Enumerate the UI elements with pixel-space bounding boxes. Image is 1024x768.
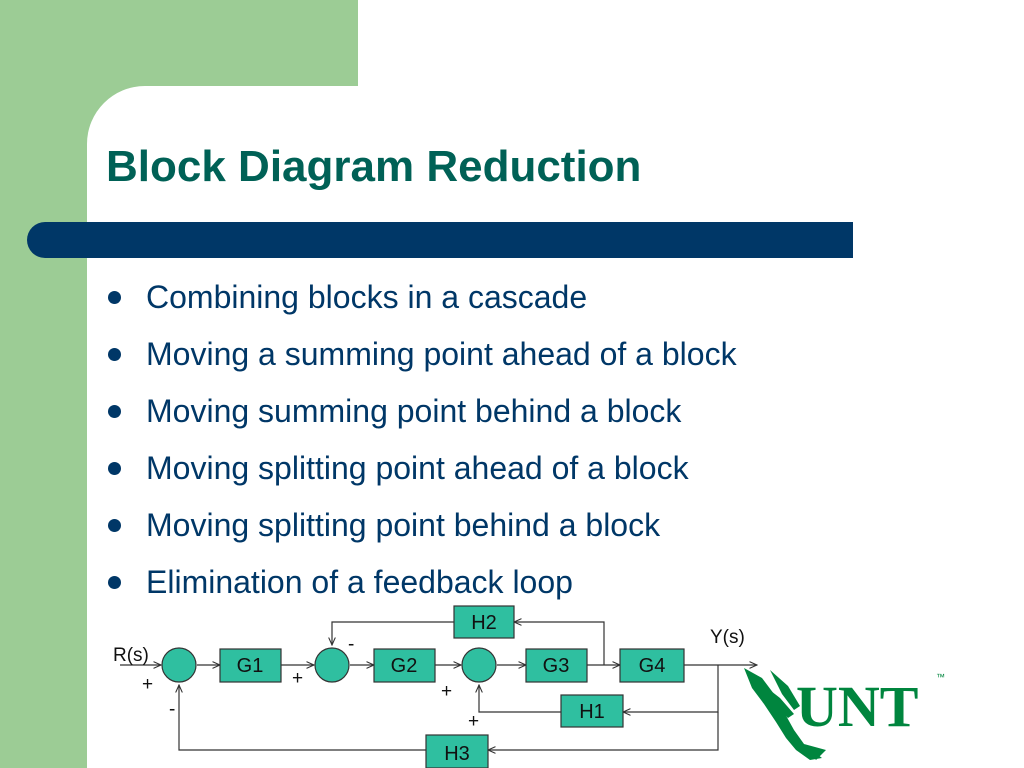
feedback-line-h1 <box>479 685 561 713</box>
bullet-dot-icon <box>108 405 121 418</box>
summing-junction-2 <box>314 647 350 683</box>
summing-junction-1 <box>161 647 197 683</box>
block-label-g2: G2 <box>391 655 418 677</box>
block-h2 <box>453 605 515 639</box>
block-label-g4: G4 <box>639 655 666 677</box>
block-label-h3: H3 <box>444 743 470 765</box>
bullet-text: Moving summing point behind a block <box>146 393 682 429</box>
bullet-dot-icon <box>108 348 121 361</box>
input-label: R(s) <box>113 645 149 666</box>
bullet-text: Moving a summing point ahead of a block <box>146 336 737 372</box>
unt-eagle-logo: UNT ™ <box>744 668 945 760</box>
block-h1 <box>560 694 624 728</box>
bullet-dot-icon <box>108 576 121 589</box>
feedback-line-h2 <box>514 622 605 665</box>
block-g3 <box>525 648 588 683</box>
bullet-text: Elimination of a feedback loop <box>146 564 573 600</box>
title-underline-bar <box>27 222 853 258</box>
block-g1 <box>219 648 282 683</box>
slide-title: Block Diagram Reduction <box>106 142 642 191</box>
output-label: Y(s) <box>710 627 745 648</box>
feedback-line-h2 <box>332 621 454 645</box>
summing-junction-3 <box>461 647 497 683</box>
sign-sum3-plus-bottom: + <box>468 711 479 732</box>
logo-text: UNT <box>796 674 918 739</box>
bullet-dot-icon <box>108 462 121 475</box>
sign-sum1-plus: + <box>142 674 153 695</box>
sign-sum2-minus: - <box>348 634 354 655</box>
bullet-text: Combining blocks in a cascade <box>146 279 588 315</box>
block-label-g3: G3 <box>543 655 570 677</box>
block-g2 <box>373 648 436 683</box>
bullet-dot-icon <box>108 519 121 532</box>
sign-sum3-plus-left: + <box>441 681 452 702</box>
block-label-h2: H2 <box>471 612 497 634</box>
bullet-text: Moving splitting point behind a block <box>146 507 661 543</box>
block-label-g1: G1 <box>237 655 264 677</box>
sign-sum1-minus: - <box>169 699 175 720</box>
logo-trademark: ™ <box>936 672 945 682</box>
bullet-text: Moving splitting point ahead of a block <box>146 450 689 486</box>
block-label-h1: H1 <box>579 701 605 723</box>
feedback-line-h3 <box>488 712 719 750</box>
sign-sum2-plus: + <box>292 668 303 689</box>
block-h3 <box>425 734 489 768</box>
block-g4 <box>619 648 685 683</box>
feedback-line-h3 <box>179 685 426 751</box>
bullet-dot-icon <box>108 291 121 304</box>
